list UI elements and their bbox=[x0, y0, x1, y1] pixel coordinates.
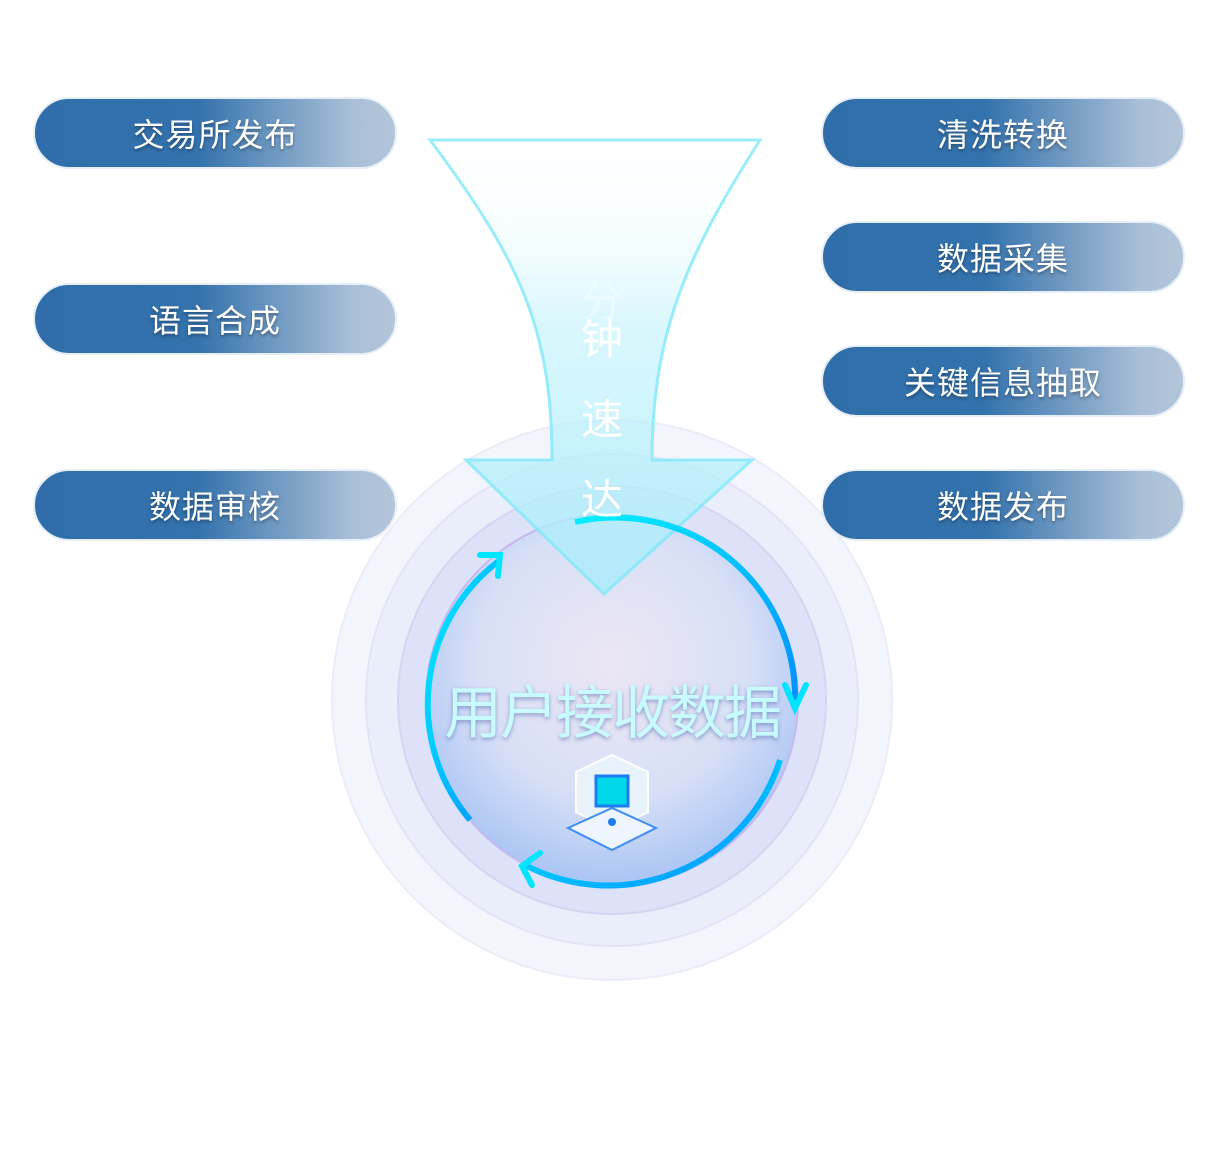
arrow-text-char: 分 bbox=[580, 277, 623, 326]
step-clean-transform: 清洗转换 bbox=[821, 97, 1185, 169]
data-cube-icon bbox=[565, 753, 659, 852]
cycle-arrowhead-left bbox=[477, 552, 504, 579]
step-speech-synthesis: 语言合成 bbox=[33, 283, 397, 355]
cycle-arrowhead-bottom bbox=[518, 850, 543, 888]
step-data-publish: 数据发布 bbox=[821, 469, 1185, 541]
arrow-text-char: 达 bbox=[580, 475, 623, 524]
step-data-collection: 数据采集 bbox=[821, 221, 1185, 293]
cycle-arc-bottom bbox=[523, 759, 783, 889]
cycle-arc-top bbox=[574, 514, 799, 701]
step-exchange-publish: 交易所发布 bbox=[33, 97, 397, 169]
cycle-arrowhead-right bbox=[782, 682, 809, 716]
center-title: 用户接收数据 bbox=[443, 679, 782, 747]
step-data-review: 数据审核 bbox=[33, 469, 397, 541]
arrow-text-char: 钟 bbox=[580, 315, 623, 364]
arrow-text-char: 速 bbox=[580, 395, 623, 444]
cycle-arc-left bbox=[424, 557, 502, 822]
step-key-info-extraction: 关键信息抽取 bbox=[821, 345, 1185, 417]
